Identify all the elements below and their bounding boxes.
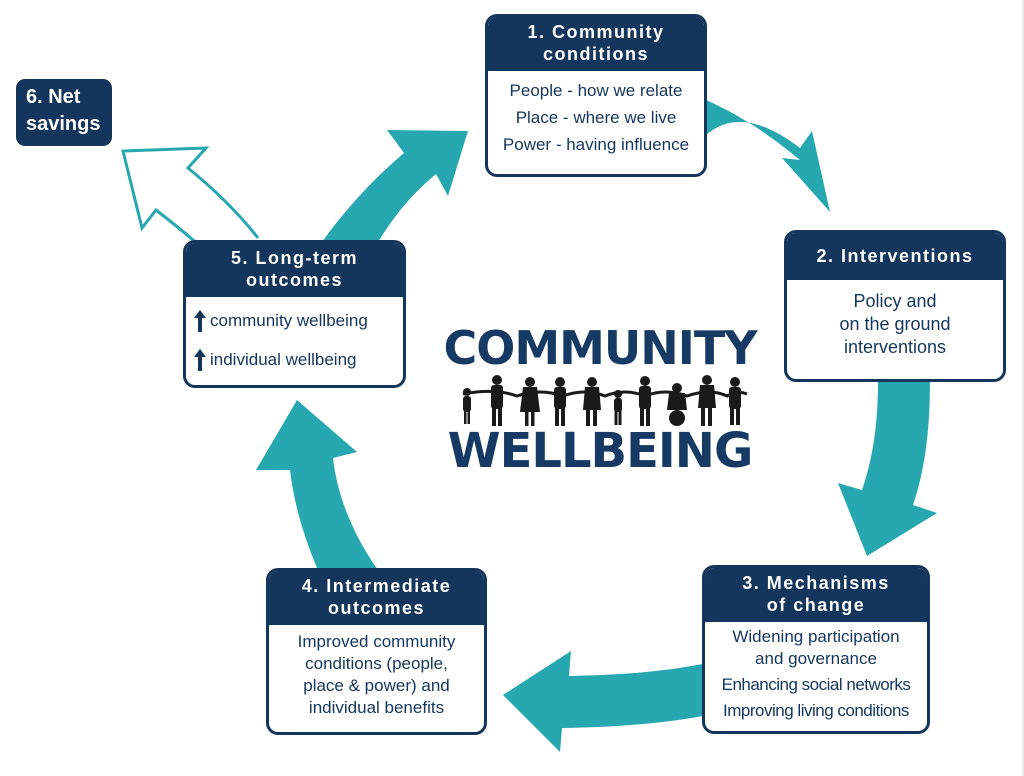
step-3-body: Widening participation and governance En… bbox=[705, 622, 927, 728]
step-5-item-community: community wellbeing bbox=[194, 309, 395, 332]
step-5-item-individual: individual wellbeing bbox=[194, 348, 395, 371]
right-edge-divider bbox=[1022, 0, 1024, 776]
people-holding-hands-icon bbox=[462, 375, 748, 426]
center-title-community: COMMUNITY bbox=[443, 321, 757, 375]
step-1-item: Place - where we live bbox=[515, 108, 677, 127]
step-3-mechanisms-of-change: 3. Mechanisms of change Widening partici… bbox=[702, 565, 930, 734]
arrow-4-to-5 bbox=[256, 400, 378, 570]
center-title-wellbeing: WELLBEING bbox=[447, 423, 754, 479]
step-6-heading-line-2: savings bbox=[26, 113, 101, 135]
step-5-long-term-outcomes: 5. Long-term outcomes community wellbein… bbox=[183, 240, 406, 388]
step-3-item: and governance bbox=[755, 649, 877, 668]
step-4-item: conditions (people, bbox=[305, 654, 448, 673]
step-2-item: Policy and bbox=[853, 291, 937, 311]
step-5-heading-line-1: 5. Long-term bbox=[230, 248, 358, 268]
step-5-body: community wellbeing individual wellbeing bbox=[186, 297, 403, 377]
step-1-body: People - how we relate Place - where we … bbox=[488, 71, 704, 162]
step-4-heading-line-1: 4. Intermediate bbox=[301, 576, 452, 596]
step-1-item: Power - having influence bbox=[502, 135, 690, 154]
step-2-heading: 2. Interventions bbox=[787, 233, 1003, 280]
up-arrow-icon bbox=[194, 348, 206, 371]
step-2-heading-line-1: 2. Interventions bbox=[816, 246, 974, 266]
step-5-item-label: community wellbeing bbox=[210, 311, 368, 330]
step-2-item: interventions bbox=[843, 337, 947, 357]
step-4-body: Improved community conditions (people, p… bbox=[269, 625, 484, 725]
arrow-3-to-4 bbox=[503, 651, 703, 752]
step-4-heading-line-2: outcomes bbox=[327, 598, 426, 618]
step-5-heading-line-2: outcomes bbox=[245, 270, 344, 290]
arrow-1-to-2 bbox=[706, 100, 830, 212]
step-4-item: individual benefits bbox=[308, 698, 445, 717]
step-2-interventions: 2. Interventions Policy and on the groun… bbox=[784, 230, 1006, 382]
step-4-item: place & power) and bbox=[303, 676, 450, 695]
step-3-heading-line-2: of change bbox=[766, 595, 866, 615]
step-1-community-conditions: 1. Community conditions People - how we … bbox=[485, 14, 707, 177]
step-1-item: People - how we relate bbox=[509, 81, 683, 100]
step-4-item: Improved community bbox=[297, 632, 456, 651]
up-arrow-icon bbox=[194, 309, 206, 332]
step-3-heading-line-1: 3. Mechanisms bbox=[742, 573, 890, 593]
step-2-body: Policy and on the ground interventions bbox=[787, 280, 1003, 365]
step-4-intermediate-outcomes: 4. Intermediate outcomes Improved commun… bbox=[266, 568, 487, 735]
step-1-heading-line-2: conditions bbox=[543, 44, 649, 64]
step-6-heading-line-1: 6. Net bbox=[26, 86, 81, 108]
step-5-item-label: individual wellbeing bbox=[210, 350, 357, 369]
step-6-net-savings: 6. Net savings bbox=[16, 79, 112, 146]
step-3-item: Improving living conditions bbox=[723, 701, 909, 720]
step-3-item: Enhancing social networks bbox=[721, 675, 911, 694]
step-3-item: Widening participation bbox=[732, 627, 900, 646]
arrow-2-to-3 bbox=[838, 380, 937, 556]
step-3-heading: 3. Mechanisms of change bbox=[705, 568, 927, 622]
step-2-item: on the ground bbox=[839, 314, 951, 334]
step-5-heading: 5. Long-term outcomes bbox=[186, 243, 403, 297]
arrow-5-to-1 bbox=[322, 130, 468, 242]
step-4-heading: 4. Intermediate outcomes bbox=[269, 571, 484, 625]
step-1-heading: 1. Community conditions bbox=[488, 17, 704, 71]
step-1-heading-line-1: 1. Community bbox=[527, 22, 665, 42]
